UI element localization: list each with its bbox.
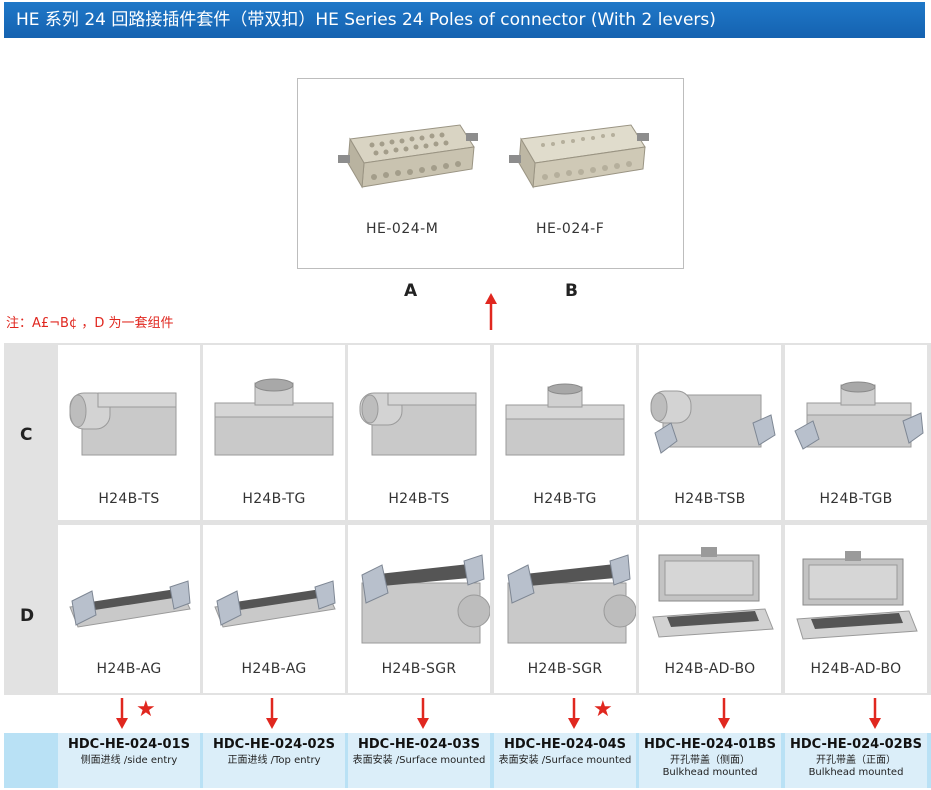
housing-label-5: H24B-AD-BO	[664, 661, 756, 677]
kit-cell-3: HDC-HE-024-03S 表面安装 /Surface mounted	[348, 733, 490, 788]
hood-cell-4: H24B-TG	[494, 345, 636, 520]
insert-letter-a: A	[404, 281, 418, 301]
hood-label-6: H24B-TGB	[819, 491, 893, 507]
kit-cell-5: HDC-HE-024-01BS 开孔带盖（侧面） Bulkhead mounte…	[639, 733, 781, 788]
housing-cell-4: H24B-SGR	[494, 525, 636, 693]
row-label-d: D	[20, 606, 35, 626]
kit-desc-3: 表面安装 /Surface mounted	[352, 755, 486, 766]
kit-desc-5: 开孔带盖（侧面）	[670, 755, 750, 766]
kit-code-3: HDC-HE-024-03S	[357, 737, 481, 752]
down-arrow-icon	[116, 698, 128, 729]
kit-code-1: HDC-HE-024-01S	[67, 737, 191, 752]
kit-code-5: HDC-HE-024-01BS	[644, 737, 776, 752]
down-arrow-icon	[869, 698, 881, 729]
hood-label-4: H24B-TG	[533, 491, 597, 507]
insert-male-image	[338, 124, 478, 189]
kit-cell-4: HDC-HE-024-04S 表面安装 /Surface mounted	[494, 733, 636, 788]
kit-code-2: HDC-HE-024-02S	[212, 737, 336, 752]
hood-label-1: H24B-TS	[98, 491, 160, 507]
down-arrow-icon	[417, 698, 429, 729]
housing-cell-1: H24B-AG	[58, 525, 200, 693]
hood-side-entry-levers-image	[650, 390, 776, 454]
housing-cell-3: H24B-SGR	[348, 525, 490, 693]
housing-bulkhead-cover-image	[796, 551, 918, 640]
kit-cell-6: HDC-HE-024-02BS 开孔带盖（正面） Bulkhead mounte…	[785, 733, 927, 788]
insert-figure-box: HE-024-M HE-024-F	[297, 78, 684, 269]
housing-label-1: H24B-AG	[96, 661, 162, 677]
star-icon: ★	[136, 697, 156, 722]
hood-cell-1: H24B-TS	[58, 345, 200, 520]
hood-side-entry-image	[359, 392, 477, 456]
kit-desc-2: 正面进线 /Top entry	[227, 755, 321, 766]
housing-label-3: H24B-SGR	[381, 661, 457, 677]
housing-cell-5: H24B-AD-BO	[639, 525, 781, 693]
hood-cell-3: H24B-TS	[348, 345, 490, 520]
row-label-c: C	[20, 425, 33, 445]
down-arrow-icon	[718, 698, 730, 729]
housing-label-2: H24B-AG	[241, 661, 307, 677]
hood-cell-5: H24B-TSB	[639, 345, 781, 520]
housing-cell-2: H24B-AG	[203, 525, 345, 693]
star-icon: ★	[593, 697, 613, 722]
housing-label-4: H24B-SGR	[527, 661, 603, 677]
housing-panel-image	[69, 580, 191, 628]
hood-label-2: H24B-TG	[242, 491, 306, 507]
kit-desc-4: 表面安装 /Surface mounted	[498, 755, 632, 766]
insert-male-label: HE-024-M	[366, 221, 439, 237]
housing-surface-image	[361, 554, 490, 644]
housing-label-6: H24B-AD-BO	[810, 661, 902, 677]
hood-top-entry-image	[214, 378, 334, 456]
hood-top-entry-levers-image	[794, 381, 924, 450]
hood-label-5: H24B-TSB	[674, 491, 746, 507]
down-arrow-icon	[266, 698, 278, 729]
housing-cell-6: H24B-AD-BO	[785, 525, 927, 693]
kit-desc2-5: Bulkhead mounted	[662, 767, 758, 778]
kit-desc2-6: Bulkhead mounted	[808, 767, 904, 778]
page-header: HE 系列 24 回路接插件套件（带双扣）HE Series 24 Poles …	[4, 2, 925, 38]
housing-bulkhead-cover-image	[652, 547, 774, 638]
hood-top-entry-image	[505, 383, 625, 456]
insert-female-image	[509, 124, 649, 189]
housing-surface-image	[507, 554, 636, 644]
kit-desc-6: 开孔带盖（正面）	[816, 755, 896, 766]
page-title: HE 系列 24 回路接插件套件（带双扣）HE Series 24 Poles …	[16, 10, 716, 30]
hood-cell-2: H24B-TG	[203, 345, 345, 520]
hood-label-3: H24B-TS	[388, 491, 450, 507]
down-arrow-icon	[568, 698, 580, 729]
kit-cell-1: HDC-HE-024-01S 侧面进线 /side entry	[58, 733, 200, 788]
hood-side-entry-image	[69, 392, 177, 456]
kit-code-6: HDC-HE-024-02BS	[790, 737, 922, 752]
insert-female-label: HE-024-F	[536, 221, 605, 237]
kit-code-4: HDC-HE-024-04S	[503, 737, 627, 752]
housing-panel-image	[214, 580, 336, 628]
kit-cell-2: HDC-HE-024-02S 正面进线 /Top entry	[203, 733, 345, 788]
hood-cell-6: H24B-TGB	[785, 345, 927, 520]
kit-desc-1: 侧面进线 /side entry	[80, 755, 178, 766]
assembly-note: 注：A£¬B¢ ，D 为一套组件	[6, 316, 174, 331]
insert-letter-b: B	[565, 281, 578, 301]
up-arrow-icon	[485, 293, 497, 330]
